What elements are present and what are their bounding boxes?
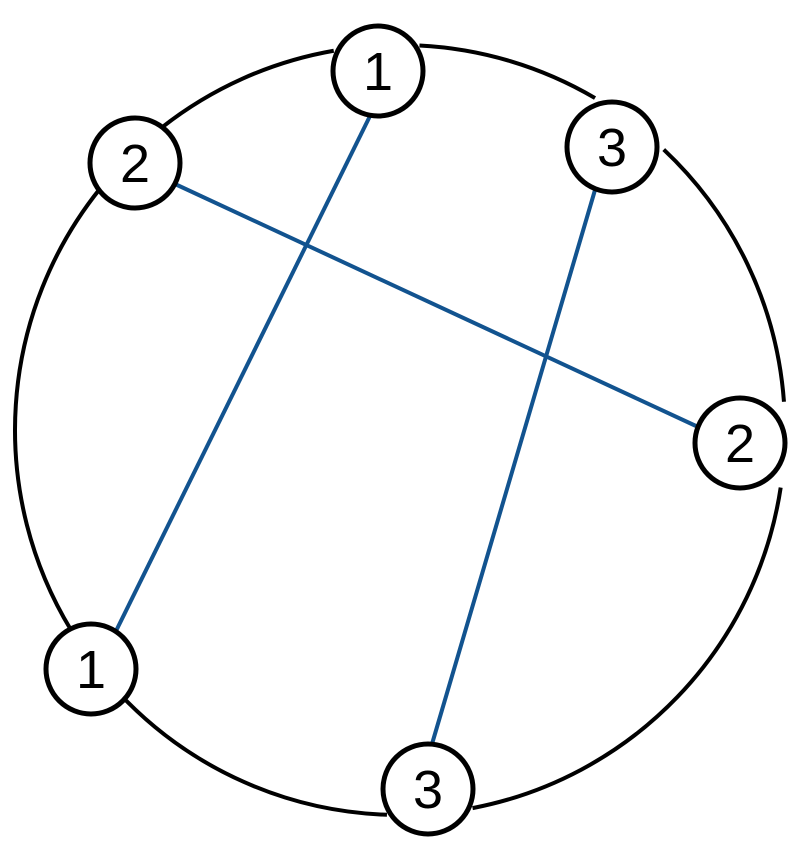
node-upper-left-2-label: 2 [120,134,150,194]
arc-bottom-3-to-lower-left-1 [122,696,388,817]
node-top-1-circle[interactable] [330,23,426,119]
arc-upper-right-3-to-right-2 [662,148,786,402]
node-bottom-3[interactable]: 3 [380,741,476,837]
chord-1-1[interactable] [114,115,372,632]
node-upper-right-3-label: 3 [597,118,627,178]
arc-lower-left-1-to-upper-left-2 [13,187,102,632]
chord-edges-group [114,115,697,745]
ring-arcs-group [13,43,786,817]
nodes-group: 1 3 2 3 1 2 [43,23,788,837]
node-right-2-circle[interactable] [692,395,788,491]
chord-2-2[interactable] [174,182,697,428]
node-lower-left-1[interactable]: 1 [43,621,139,717]
node-bottom-3-circle[interactable] [380,741,476,837]
node-top-1-label: 1 [363,42,393,102]
node-top-1[interactable]: 1 [330,23,426,119]
node-lower-left-1-circle[interactable] [43,621,139,717]
arc-top-1-to-upper-right-3 [419,43,597,100]
arc-right-2-to-bottom-3 [472,487,783,811]
node-right-2[interactable]: 2 [692,395,788,491]
node-upper-left-2[interactable]: 2 [87,115,183,211]
arc-upper-left-2-to-top-1 [159,48,335,130]
node-bottom-3-label: 3 [413,760,443,820]
node-right-2-label: 2 [725,414,755,474]
chord-3-3[interactable] [430,189,597,745]
node-lower-left-1-label: 1 [76,640,106,700]
node-upper-right-3-circle[interactable] [564,99,660,195]
node-upper-right-3[interactable]: 3 [564,99,660,195]
node-upper-left-2-circle[interactable] [87,115,183,211]
